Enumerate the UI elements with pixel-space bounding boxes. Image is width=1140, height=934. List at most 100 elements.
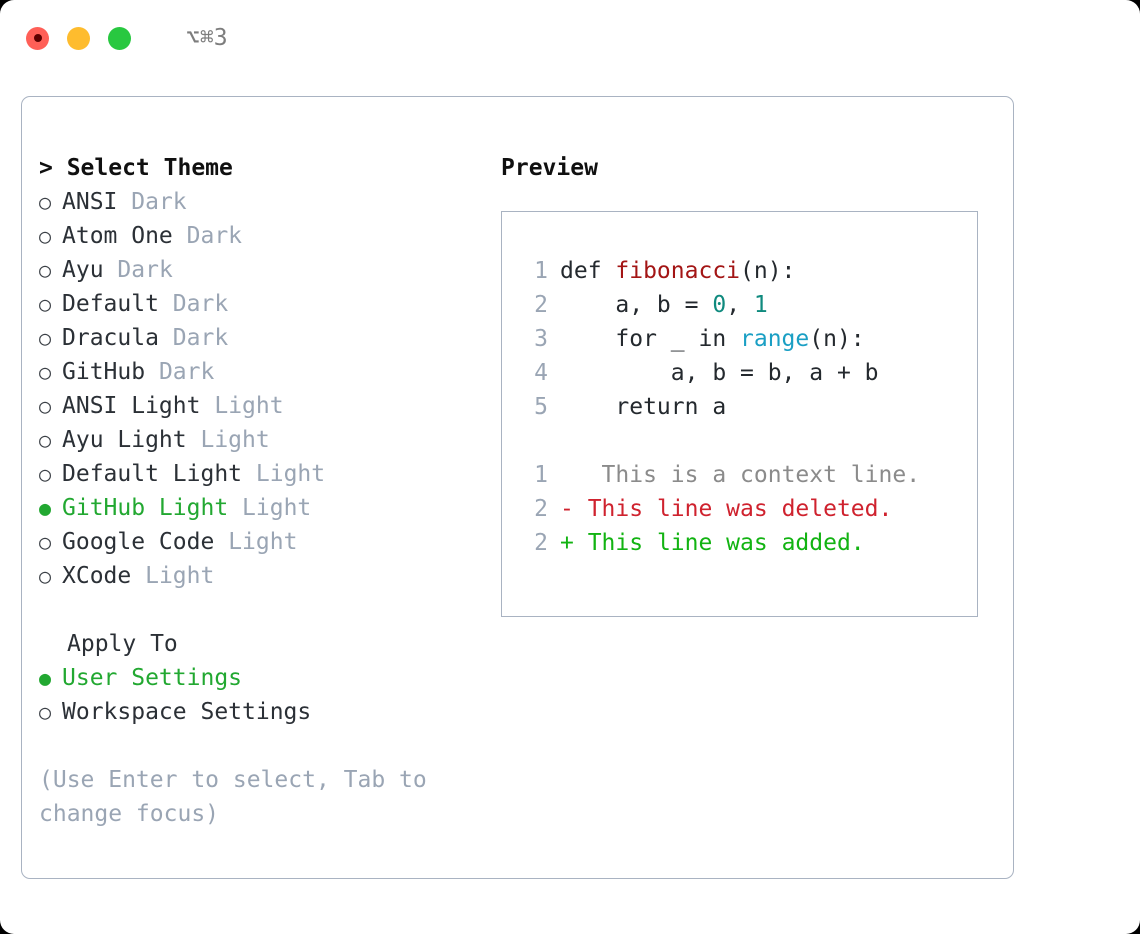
theme-list[interactable]: ○ ANSI Dark ○ Atom One Dark ○ Ayu Dark ○ Defaul… [39,185,499,593]
theme-option-name: ANSI [62,189,118,215]
theme-option-name: XCode [62,563,132,589]
code-line: 2 a, b = 0, 1 [522,288,977,322]
theme-option-tag: Dark [158,359,215,385]
radio-unselected-icon: ○ [39,564,52,588]
minimize-button[interactable] [67,26,90,50]
theme-option-github-light[interactable]: ● GitHub Light Light [39,491,499,525]
radio-unselected-icon: ○ [39,462,52,486]
theme-option-ayu-light[interactable]: ○Ayu Light Light [39,423,499,457]
theme-option-atom-one[interactable]: ○ Atom One Dark [39,219,499,253]
radio-selected-icon: ● [39,496,52,520]
theme-option-ansi-light[interactable]: ○ ANSI Light Light [39,389,499,423]
radio-selected-icon: ● [39,666,52,690]
diff-line-text: This is a context line. [573,462,921,488]
theme-option-name: Google Code [62,529,215,555]
code-token-plain: (n): [740,258,796,284]
diff-marker [560,458,574,492]
radio-unselected-icon: ○ [39,428,52,452]
theme-option-name: Ayu [62,257,104,283]
diff-line-add: 2+ This line was added. [522,526,977,560]
theme-option-xcode[interactable]: ○ XCode Light [39,559,499,593]
theme-option-tag: Dark [131,189,187,215]
theme-option-ayu[interactable]: ○ Ayu Dark [39,253,499,287]
close-icon [33,34,42,42]
diff-line-text: This line was deleted. [573,496,893,522]
code-token-num: 1 [753,292,768,318]
theme-option-name: ANSI Light [62,393,201,419]
apply-to-option-user-settings[interactable]: ●User Settings [39,661,499,695]
radio-unselected-icon: ○ [39,224,52,248]
line-number: 2 [534,496,548,522]
theme-option-name: GitHub Light [62,495,229,521]
line-number: 1 [534,462,548,488]
code-line: 4 a, b = b, a + b [522,356,977,390]
maximize-button[interactable] [108,26,131,50]
theme-option-name: Atom One [62,223,173,249]
radio-unselected-icon: ○ [39,394,52,418]
theme-option-tag: Light [214,393,284,419]
code-token-plain: return a [560,394,727,420]
theme-option-tag: Dark [172,325,229,351]
code-line: 3 for _ in range(n): [522,322,977,356]
code-token-plain: a, b = b, a + b [560,360,879,386]
select-theme-heading: > Select Theme [39,155,233,181]
theme-option-ansi[interactable]: ○ ANSI Dark [39,185,499,219]
apply-to-heading: Apply To [67,631,178,657]
spacer [39,593,499,627]
theme-option-dracula[interactable]: ○Dracula Dark [39,321,499,355]
code-line-text: return a [560,390,726,424]
code-token-plain: def [560,258,616,284]
theme-option-tag: Light [145,563,215,589]
code-token-blt: range [740,326,810,352]
code-line-text: def fibonacci(n): [560,254,795,288]
code-token-plain: a, b = [560,292,713,318]
theme-option-name: Default [62,291,159,317]
line-number: 2 [534,292,548,318]
theme-option-tag: Dark [172,291,229,317]
theme-option-tag: Light [242,495,312,521]
diff-marker: + [560,530,574,556]
code-token-plain: , [726,292,754,318]
code-line-text: a, b = b, a + b [560,356,879,390]
theme-option-github[interactable]: ○GitHub Dark [39,355,499,389]
theme-option-name: Default Light [62,461,243,487]
apply-to-option-name: Workspace Settings [62,699,312,725]
radio-unselected-icon: ○ [39,190,52,214]
theme-option-default[interactable]: ○ Default Dark [39,287,499,321]
code-token-num: 0 [712,292,727,318]
title-bar: ⌥⌘3 [0,0,1140,76]
radio-unselected-icon: ○ [39,700,52,724]
theme-option-tag: Dark [186,223,243,249]
apply-to-option-workspace-settings[interactable]: ○ Workspace Settings [39,695,499,729]
theme-option-name: Ayu Light [62,427,187,453]
code-token-plain: for _ in [560,326,741,352]
close-button[interactable] [26,26,49,50]
preview-heading: Preview [501,155,598,181]
code-token-plain: (n): [809,326,865,352]
radio-unselected-icon: ○ [39,292,52,316]
diff-line-del: 2- This line was deleted. [522,492,977,526]
line-number: 1 [534,258,548,284]
theme-option-default-light[interactable]: ○Default Light Light [39,457,499,491]
theme-option-name: GitHub [62,359,146,385]
keyboard-hint: (Use Enter to select, Tab to change focu… [39,767,427,827]
code-diff-spacer [522,424,977,458]
keyboard-shortcut-label: ⌥⌘3 [186,25,228,51]
line-number: 5 [534,394,548,420]
line-number: 3 [534,326,548,352]
traffic-lights [26,26,131,50]
theme-option-tag: Light [228,529,298,555]
theme-option-tag: Dark [117,257,173,283]
code-line-text: for _ in range(n): [560,322,865,356]
apply-to-list[interactable]: ●User Settings ○ Workspace Settings [39,661,499,729]
radio-unselected-icon: ○ [39,530,52,554]
code-line: 1 def fibonacci(n): [522,254,977,288]
theme-picker-column: > Select Theme ○ANSI Dark○Atom One Dark○… [39,151,499,831]
theme-option-google-code[interactable]: ○ Google Code Light [39,525,499,559]
code-line-text: a, b = 0, 1 [560,288,768,322]
radio-unselected-icon: ○ [39,258,52,282]
radio-unselected-icon: ○ [39,326,52,350]
